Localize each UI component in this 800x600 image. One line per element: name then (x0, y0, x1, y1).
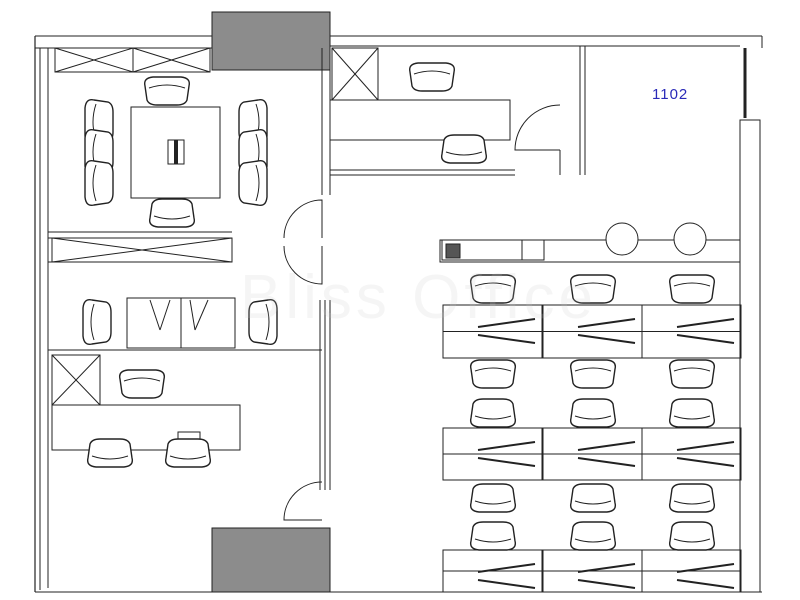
monitor (676, 334, 735, 344)
workstation (641, 304, 742, 332)
chair (86, 438, 134, 468)
workstation (442, 549, 543, 572)
desk-detail (189, 299, 196, 331)
chair (82, 298, 112, 346)
filing-cabinet-x (51, 354, 101, 406)
chair (248, 298, 278, 346)
counter-unit (521, 239, 545, 261)
room-number-label: 1102 (652, 86, 689, 103)
chair (569, 359, 617, 389)
chair (469, 521, 517, 551)
workstation (542, 549, 643, 572)
chair (440, 134, 488, 164)
conference-table (130, 106, 221, 199)
workstation (641, 549, 742, 572)
sink (673, 222, 707, 256)
chair (408, 62, 456, 92)
desk (126, 297, 182, 349)
monitor (577, 457, 636, 467)
chair (238, 159, 268, 207)
monitor (577, 318, 636, 328)
desk-detail (159, 299, 171, 331)
monitor (676, 457, 735, 467)
monitor (577, 441, 636, 451)
wall-right (739, 119, 761, 593)
monitor (577, 334, 636, 344)
chair (569, 483, 617, 513)
chair (469, 483, 517, 513)
printer-tray (445, 243, 461, 259)
workstation (641, 331, 742, 359)
workstation (641, 453, 742, 481)
monitor (477, 334, 536, 344)
workstation (542, 331, 643, 359)
counter (439, 239, 741, 263)
door-swing (283, 199, 323, 239)
monitor (477, 318, 536, 328)
desk (51, 404, 241, 451)
chair (118, 369, 166, 399)
chair (148, 198, 196, 228)
monitor (676, 318, 735, 328)
chair (84, 159, 114, 207)
structural-column (211, 527, 331, 593)
chair (668, 521, 716, 551)
chair (469, 398, 517, 428)
chair (569, 398, 617, 428)
watermark: Bliss Office (240, 263, 597, 332)
monitor (676, 563, 735, 573)
monitor (577, 579, 636, 589)
monitor (477, 579, 536, 589)
chair (143, 76, 191, 106)
desk (329, 99, 511, 141)
chair (569, 274, 617, 304)
monitor (676, 441, 735, 451)
door-swing (283, 245, 323, 285)
storage-cabinet (132, 47, 211, 73)
chair (668, 274, 716, 304)
storage-cabinet-x (132, 47, 211, 73)
monitor (477, 457, 536, 467)
workstation (641, 427, 742, 455)
chair (569, 521, 617, 551)
workstation (542, 427, 643, 455)
chair (668, 359, 716, 389)
monitor (477, 563, 536, 573)
structural-column (211, 11, 331, 71)
chair (668, 398, 716, 428)
monitor (676, 579, 735, 589)
monitor (477, 441, 536, 451)
workstation (442, 331, 543, 359)
chair (164, 438, 212, 468)
chair (668, 483, 716, 513)
workstation (442, 427, 543, 455)
monitor (577, 563, 636, 573)
storage-cabinet-x (54, 47, 134, 73)
door-swing (514, 104, 561, 151)
workstation (442, 570, 543, 593)
workstation (442, 453, 543, 481)
desk-detail (194, 299, 209, 331)
workstation (542, 453, 643, 481)
desk (180, 297, 236, 349)
chair (469, 359, 517, 389)
workstation (641, 570, 742, 593)
filing-cabinet-x (331, 47, 379, 101)
door-swing (283, 481, 323, 521)
desk-detail (149, 299, 161, 331)
storage-cabinet-x (51, 237, 233, 263)
sink (605, 222, 639, 256)
chair (469, 274, 517, 304)
